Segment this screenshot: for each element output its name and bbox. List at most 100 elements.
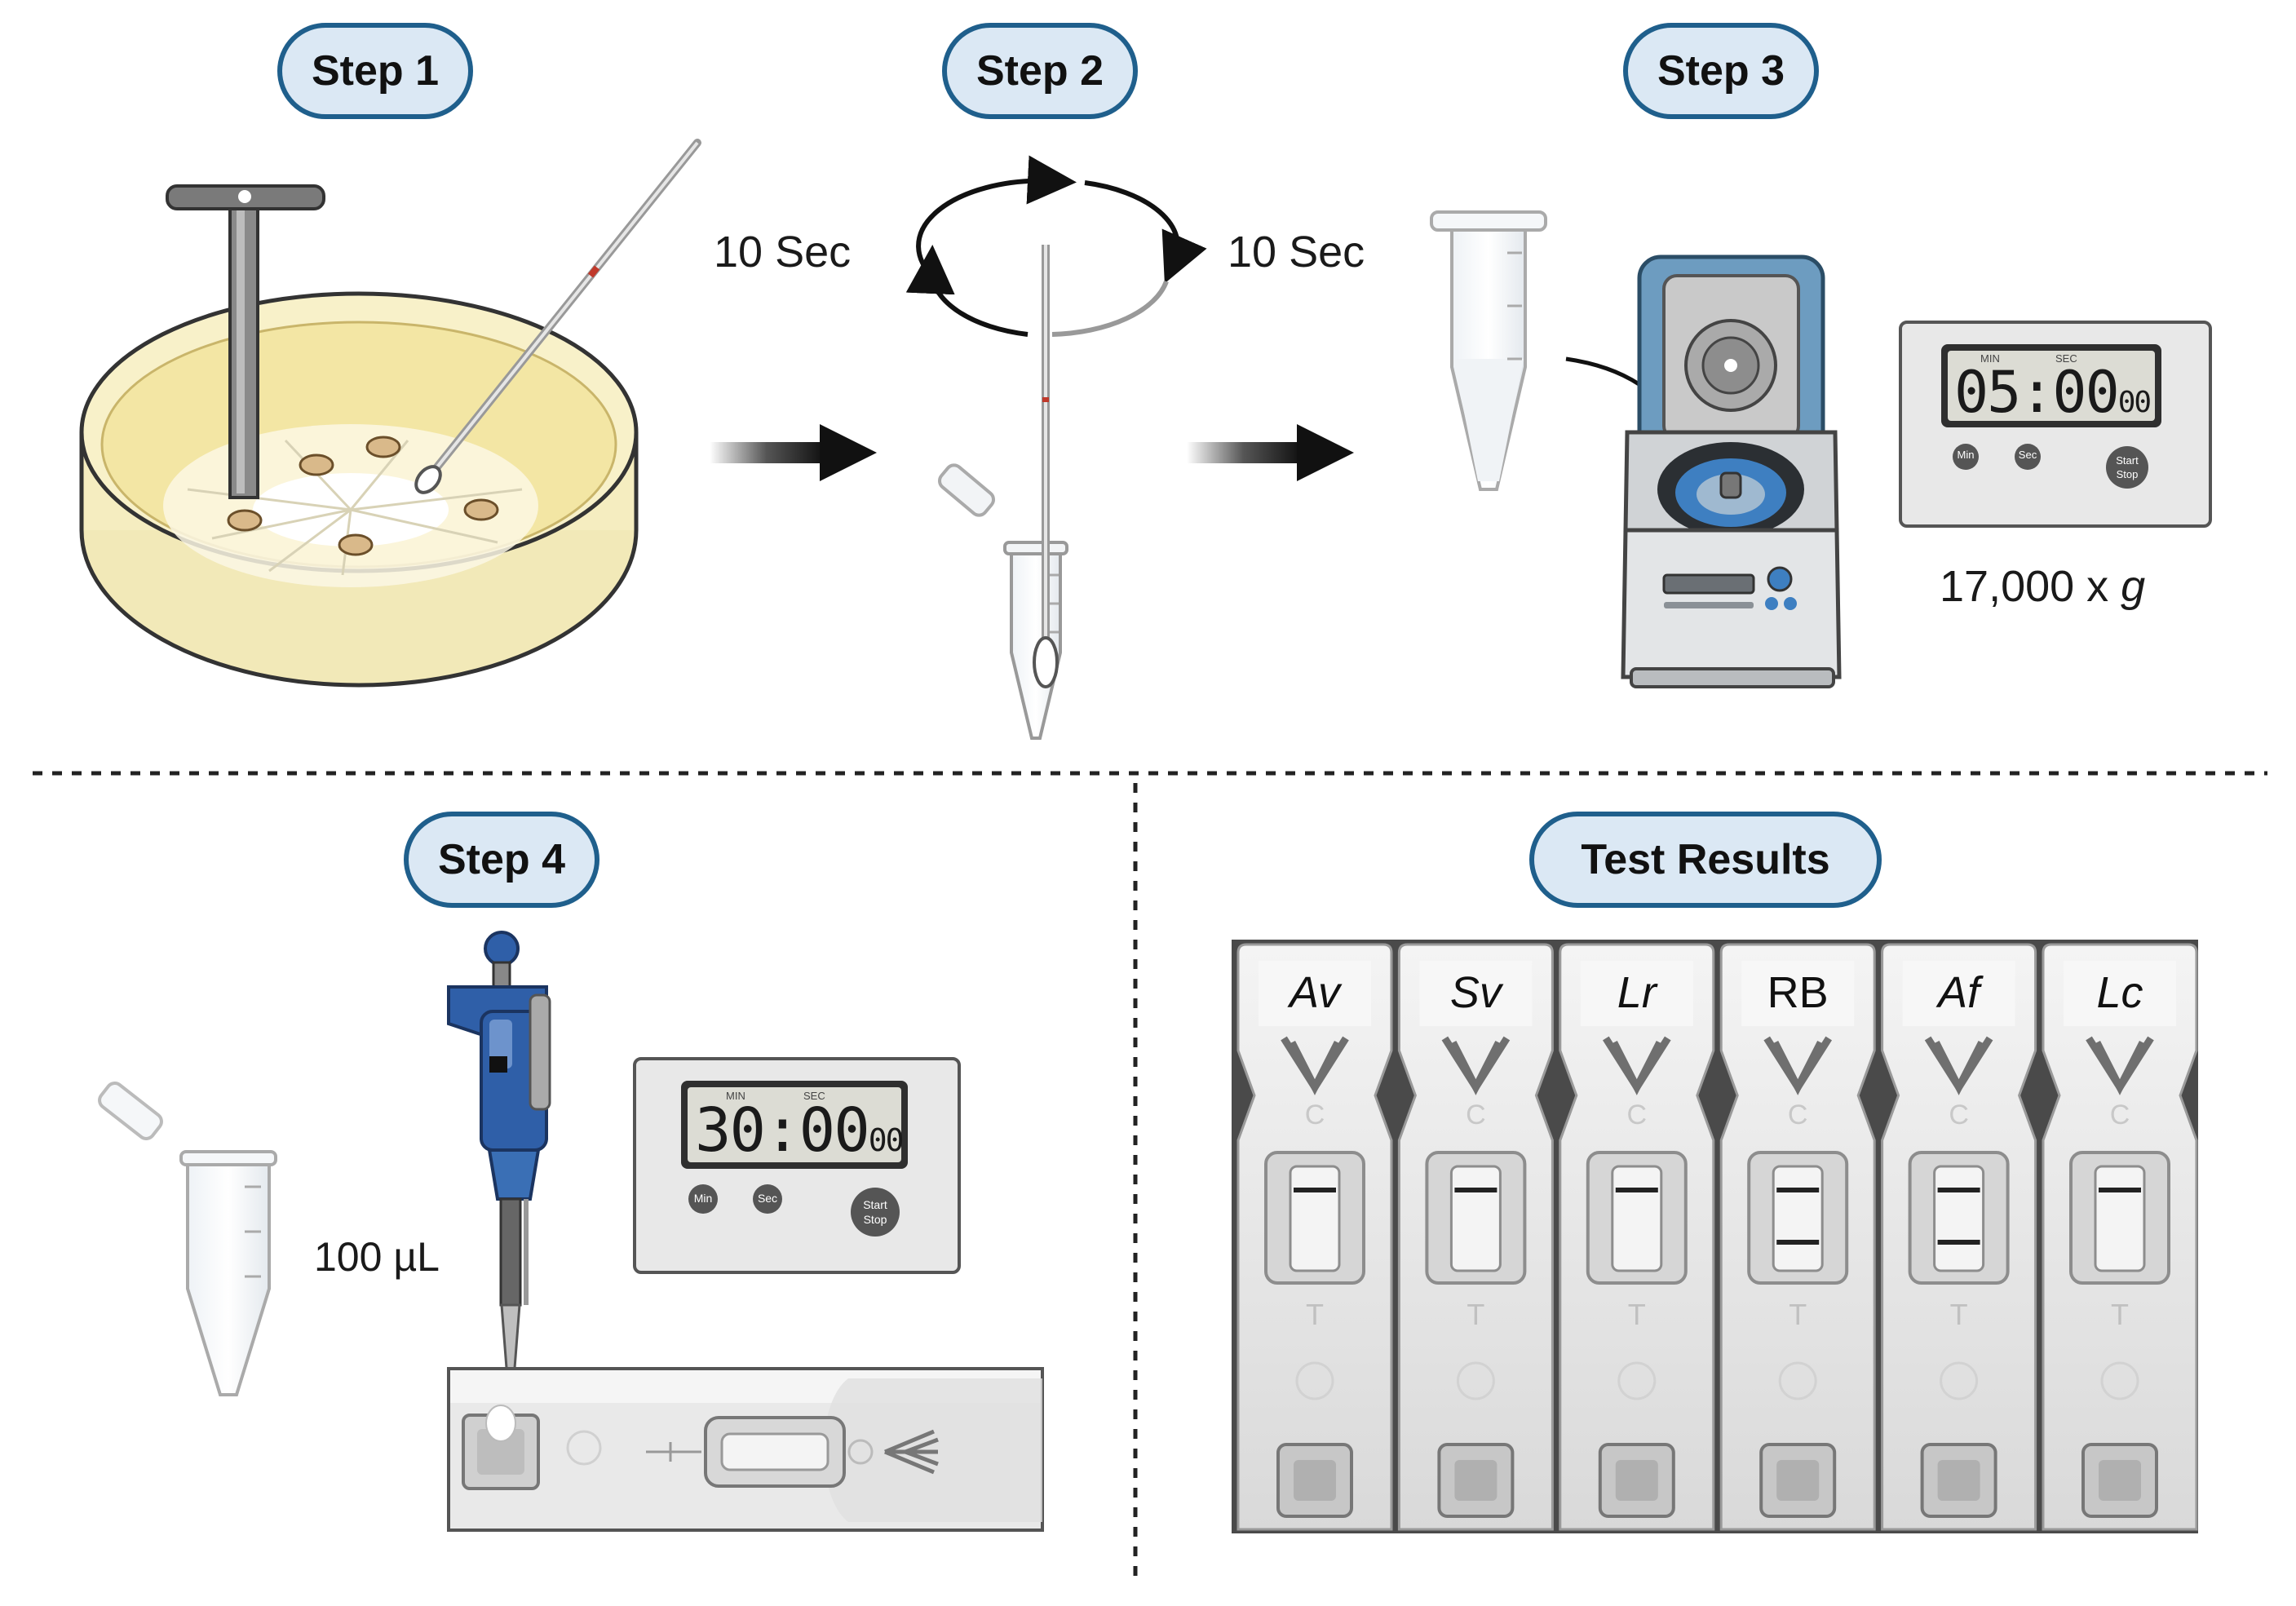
force-value: 17,000 x <box>1940 562 2121 611</box>
strip-circle-mark <box>1295 1361 1334 1400</box>
strip-label-box <box>1259 961 1371 1026</box>
strip-label-af: Af <box>1938 968 1980 1017</box>
step4-pill: Step 4 <box>404 812 599 908</box>
strip-t-mark: T <box>1467 1298 1485 1331</box>
timer1-sub: 00 <box>2117 386 2152 419</box>
microtube-step4 <box>98 1082 277 1396</box>
strip-label-sv: Sv <box>1449 968 1502 1017</box>
force-unit: g <box>2121 562 2146 611</box>
step1-pill: Step 1 <box>277 23 473 119</box>
timer2-stop-text: Stop <box>863 1213 887 1226</box>
strip-label-av: Av <box>1289 968 1341 1017</box>
step2-pill: Step 2 <box>942 23 1138 119</box>
volume-label: 100 µL <box>314 1234 440 1280</box>
timer1-min-button: Min <box>1957 449 1975 461</box>
vortex-rotation-icon <box>905 155 1207 337</box>
strip-label-box <box>1741 961 1855 1026</box>
micropipette <box>447 931 551 1404</box>
control-line <box>2099 1188 2141 1192</box>
control-line <box>1937 1188 1980 1192</box>
sample-well-inner <box>1937 1460 1980 1501</box>
strip-t-mark: T <box>1789 1298 1807 1331</box>
microtube <box>1430 210 1547 491</box>
strip-chevron <box>2093 1040 2147 1095</box>
cork-borer <box>166 184 325 499</box>
timer-30-minutes <box>633 1057 961 1274</box>
timer1-sec-caption: SEC <box>2055 352 2077 365</box>
control-line <box>1294 1188 1336 1192</box>
strip-chevron <box>1610 1040 1663 1095</box>
strip-label-box <box>2064 961 2176 1026</box>
timer2-min-button: Min <box>693 1192 713 1205</box>
control-line <box>1454 1188 1497 1192</box>
strip-t-mark: T <box>1306 1298 1324 1331</box>
swab <box>414 139 701 494</box>
timer1-main: 05:00 <box>1954 359 2120 426</box>
strip-circle-mark <box>1617 1361 1657 1400</box>
strip-c-mark: C <box>1949 1099 1969 1130</box>
step3-pill: Step 3 <box>1623 23 1819 119</box>
result-strip-rb <box>1719 943 1876 1531</box>
strip-label-lc: Lc <box>2096 968 2143 1017</box>
timer1-min-caption: MIN <box>1980 352 2000 365</box>
result-strip-av <box>1236 943 1393 1531</box>
vortex-time-label: 10 Sec <box>714 228 852 277</box>
strip-label-box <box>1902 961 2015 1026</box>
rest-time-label: 10 Sec <box>1228 228 1365 277</box>
timer2-start-text: Start <box>863 1198 887 1211</box>
result-strip-af <box>1881 943 2037 1531</box>
strip-circle-mark <box>2100 1361 2139 1400</box>
strip-label-box <box>1419 961 1533 1026</box>
strip-window <box>1611 1165 1663 1272</box>
strip-chevron <box>1932 1040 1985 1095</box>
timer1-stop-text: Stop <box>2116 468 2139 480</box>
timer2-min-caption: MIN <box>726 1090 745 1102</box>
strip-c-mark: C <box>1466 1099 1486 1130</box>
lateral-flow-strip-horizontal <box>447 1367 1044 1532</box>
timer1-start-text: Start <box>2116 454 2139 467</box>
strip-window <box>1449 1165 1502 1272</box>
strip-label-box <box>1580 961 1693 1026</box>
strip-chevron <box>1449 1040 1502 1095</box>
strip-c-mark: C <box>2109 1099 2130 1130</box>
test-results-pill: Test Results <box>1529 812 1882 908</box>
result-strips <box>1236 943 2198 1531</box>
timer-5-minutes <box>1899 321 2212 528</box>
result-strip-lc <box>2042 943 2198 1531</box>
strip-chevron <box>1772 1040 1825 1095</box>
timer2-main: 30:00 <box>695 1095 870 1166</box>
test-line <box>1937 1240 1980 1245</box>
sample-well-inner <box>1294 1460 1336 1501</box>
strip-t-mark: T <box>1627 1298 1646 1331</box>
strip-circle-mark <box>1940 1361 1979 1400</box>
strip-window <box>1772 1165 1824 1272</box>
control-line <box>1615 1188 1658 1192</box>
control-line <box>1776 1188 1820 1192</box>
petri-dish <box>79 291 639 688</box>
result-strip-lr <box>1559 943 1715 1531</box>
strip-circle-mark <box>1456 1361 1495 1400</box>
strip-c-mark: C <box>1787 1099 1808 1130</box>
strip-c-mark: C <box>1626 1099 1648 1130</box>
sample-well-inner <box>1615 1460 1658 1501</box>
microtube-with-swab <box>937 245 1068 740</box>
strip-t-mark: T <box>1949 1298 1968 1331</box>
sample-well-inner <box>1776 1460 1820 1501</box>
timer2-sub: 00 <box>868 1122 905 1158</box>
timer2-sec-button: Sec <box>757 1192 778 1205</box>
arrow-step1-to-step2 <box>710 424 877 481</box>
strip-t-mark: T <box>2111 1298 2129 1331</box>
timer1-display: 05:0000 <box>1954 359 2152 426</box>
sample-well-inner <box>2099 1460 2141 1501</box>
strip-label-lr: Lr <box>1617 968 1657 1017</box>
sample-well-inner <box>1454 1460 1497 1501</box>
result-strip-sv <box>1397 943 1554 1531</box>
strip-window <box>2094 1165 2146 1272</box>
timer2-sec-caption: SEC <box>803 1090 825 1102</box>
timer1-sec-button: Sec <box>2018 449 2037 461</box>
centrifuge-force-label: 17,000 x g <box>1940 561 2145 612</box>
